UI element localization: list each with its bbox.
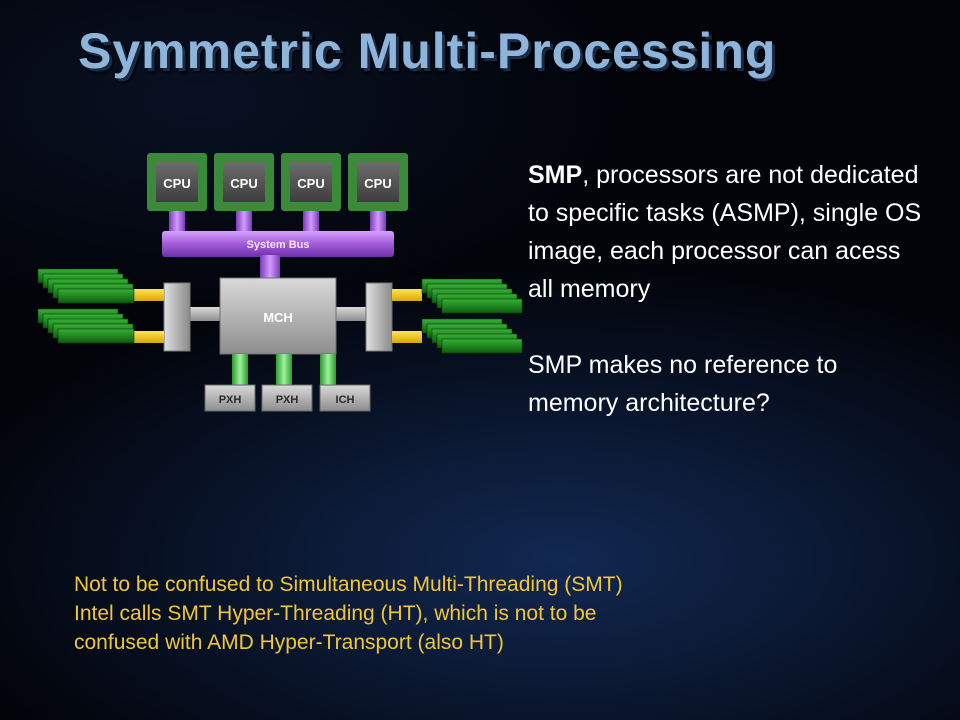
smp-diagram: CPU CPU CPU CPU System Bus MCH (37, 153, 523, 412)
memory-link (134, 289, 164, 301)
body-paragraph-smp: SMP, processors are not dedicated to spe… (528, 156, 928, 308)
memory-controller-right (365, 282, 393, 352)
cpu-label: CPU (297, 176, 324, 191)
ich-label: ICH (336, 394, 355, 406)
system-bus-label: System Bus (247, 239, 310, 251)
footnote-line: confused with AMD Hyper-Transport (also … (74, 631, 504, 654)
cpu-chip: CPU (281, 153, 341, 211)
bus-mch-link (260, 255, 280, 279)
bridge-link (232, 354, 248, 386)
footnote-line: Intel calls SMT Hyper-Threading (HT), wh… (74, 602, 597, 625)
memory-dimms-right-lower (421, 318, 523, 354)
cpu-connector (370, 209, 386, 233)
pxh-bridge: PXH (261, 384, 313, 412)
cpu-connector (303, 209, 319, 233)
pxh-bridge: PXH (204, 384, 256, 412)
ich-bridge: ICH (319, 384, 371, 412)
cpu-label: CPU (364, 176, 391, 191)
memory-dimms-left-lower (37, 308, 135, 344)
slide-title: Symmetric Multi-Processing (78, 23, 777, 79)
bridge-link (320, 354, 336, 386)
cpu-chip: CPU (348, 153, 408, 211)
memory-link (134, 331, 164, 343)
cpu-label: CPU (230, 176, 257, 191)
pxh-label: PXH (276, 394, 299, 406)
footnote: Not to be confused to Simultaneous Multi… (74, 570, 854, 657)
cpu-connector (236, 209, 252, 233)
cpu-connector (169, 209, 185, 233)
cpu-chip: CPU (214, 153, 274, 211)
mch-label: MCH (263, 310, 293, 325)
memory-controller-left (163, 282, 191, 352)
memory-link (392, 289, 422, 301)
memory-dimms-left-upper (37, 268, 135, 304)
pxh-label: PXH (219, 394, 242, 406)
smp-term: SMP (528, 161, 583, 189)
smp-description: , processors are not dedicated to specif… (528, 161, 922, 303)
slide-body: SMP, processors are not dedicated to spe… (528, 156, 928, 422)
mch-memory-controller-link (334, 307, 368, 321)
body-paragraph-memory: SMP makes no reference to memory archite… (528, 351, 838, 417)
cpu-label: CPU (163, 176, 190, 191)
mch-memory-controller-link (190, 307, 224, 321)
system-bus (162, 231, 394, 257)
memory-dimms-right-upper (421, 278, 523, 314)
bridge-link (276, 354, 292, 386)
cpu-chip: CPU (147, 153, 207, 211)
footnote-line: Not to be confused to Simultaneous Multi… (74, 573, 623, 596)
memory-link (392, 331, 422, 343)
